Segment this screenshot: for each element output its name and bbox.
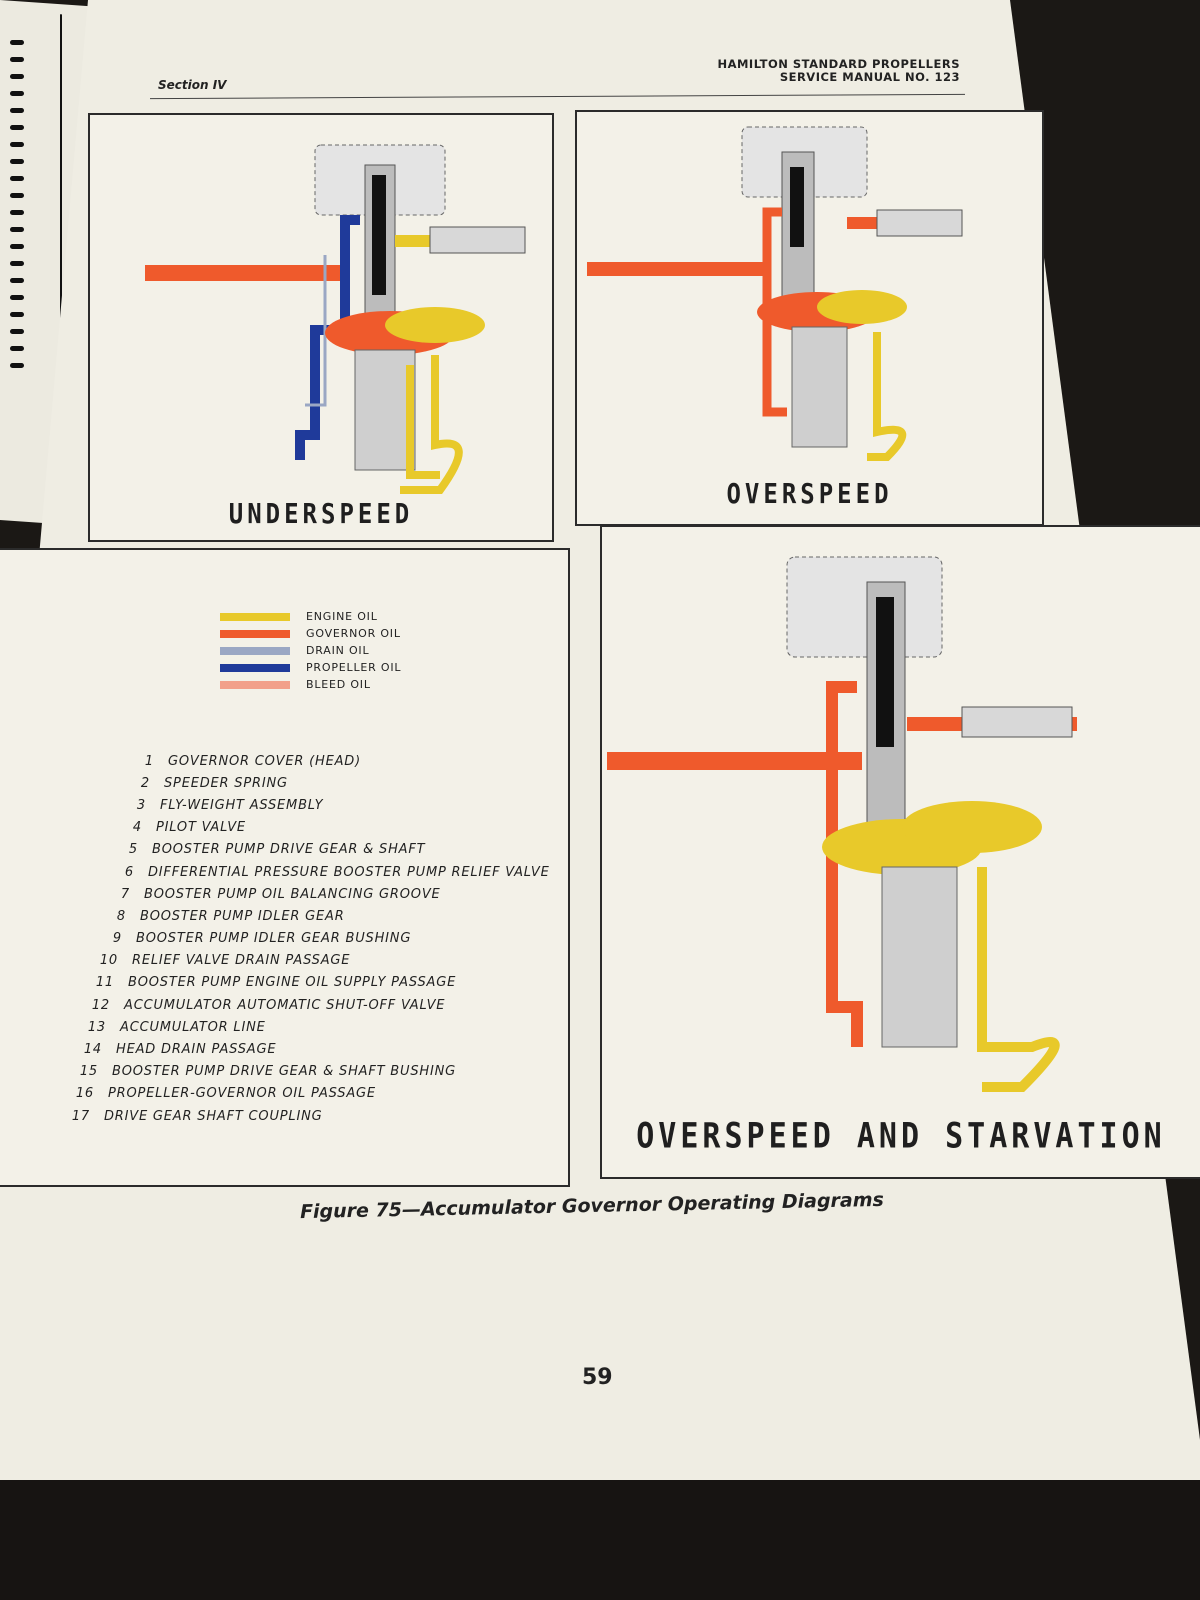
engine-oil-supply	[867, 332, 907, 461]
governor-oil-inlet	[145, 265, 350, 281]
legend-item: GOVERNOR OIL	[220, 625, 401, 642]
manual-title: HAMILTON STANDARD PROPELLERS SERVICE MAN…	[660, 58, 960, 84]
drain-oil-line	[305, 255, 327, 407]
overspeed-starvation-diagram	[607, 556, 1077, 1092]
engine-oil-supply	[400, 355, 463, 494]
legend-item: BLEED OIL	[220, 676, 401, 693]
legend-swatch-drain-oil	[220, 646, 290, 655]
drive-shaft	[791, 326, 848, 448]
legend-swatch-engine-oil	[220, 612, 290, 621]
governor-oil-inlet	[587, 262, 767, 276]
legend-swatch-propeller-oil	[220, 663, 290, 672]
overspeed-starvation-title: OVERSPEED AND STARVATION	[636, 1116, 1166, 1157]
drive-shaft	[354, 349, 416, 471]
relief-valve	[429, 226, 526, 254]
manual-title-line1: HAMILTON STANDARD PROPELLERS	[717, 57, 960, 71]
governor-oil-line	[826, 681, 863, 1047]
drive-shaft	[881, 866, 958, 1048]
overspeed-diagram	[587, 126, 963, 461]
oil-legend: ENGINE OIL GOVERNOR OIL DRAIN OIL PROPEL…	[220, 608, 401, 693]
legend-item: DRAIN OIL	[220, 642, 401, 659]
section-label: Section IV	[158, 78, 227, 92]
relief-valve	[961, 706, 1073, 738]
governor-oil-inlet	[607, 752, 862, 770]
legend-item: PROPELLER OIL	[220, 659, 401, 676]
booster-pump-idler-gear	[817, 290, 907, 324]
booster-pump-idler-gear	[902, 801, 1042, 853]
legend-panel	[0, 548, 570, 1187]
table-surface	[0, 1480, 1200, 1600]
underspeed-diagram	[145, 144, 526, 494]
legend-swatch-governor-oil	[220, 629, 290, 638]
binding-rings	[10, 40, 30, 460]
pilot-valve-core	[790, 167, 804, 247]
relief-valve	[876, 209, 963, 237]
manual-title-line2: SERVICE MANUAL NO. 123	[779, 70, 960, 84]
underspeed-title: UNDERSPEED	[228, 497, 414, 531]
legend-item: ENGINE OIL	[220, 608, 401, 625]
propeller-oil-line	[295, 215, 360, 460]
pilot-valve-core	[372, 175, 386, 295]
governor-head-shape	[786, 556, 943, 658]
page-number: 59	[582, 1365, 613, 1390]
underspeed-panel: UNDERSPEED	[88, 113, 554, 542]
booster-pump-idler-gear	[385, 307, 485, 343]
overspeed-panel: OVERSPEED	[575, 110, 1044, 526]
engine-oil-supply	[977, 867, 1060, 1092]
legend-swatch-bleed-oil	[220, 680, 290, 689]
pilot-valve-core	[876, 597, 894, 747]
overspeed-title: OVERSPEED	[726, 477, 893, 511]
overspeed-starvation-panel: OVERSPEED AND STARVATION	[600, 525, 1200, 1179]
